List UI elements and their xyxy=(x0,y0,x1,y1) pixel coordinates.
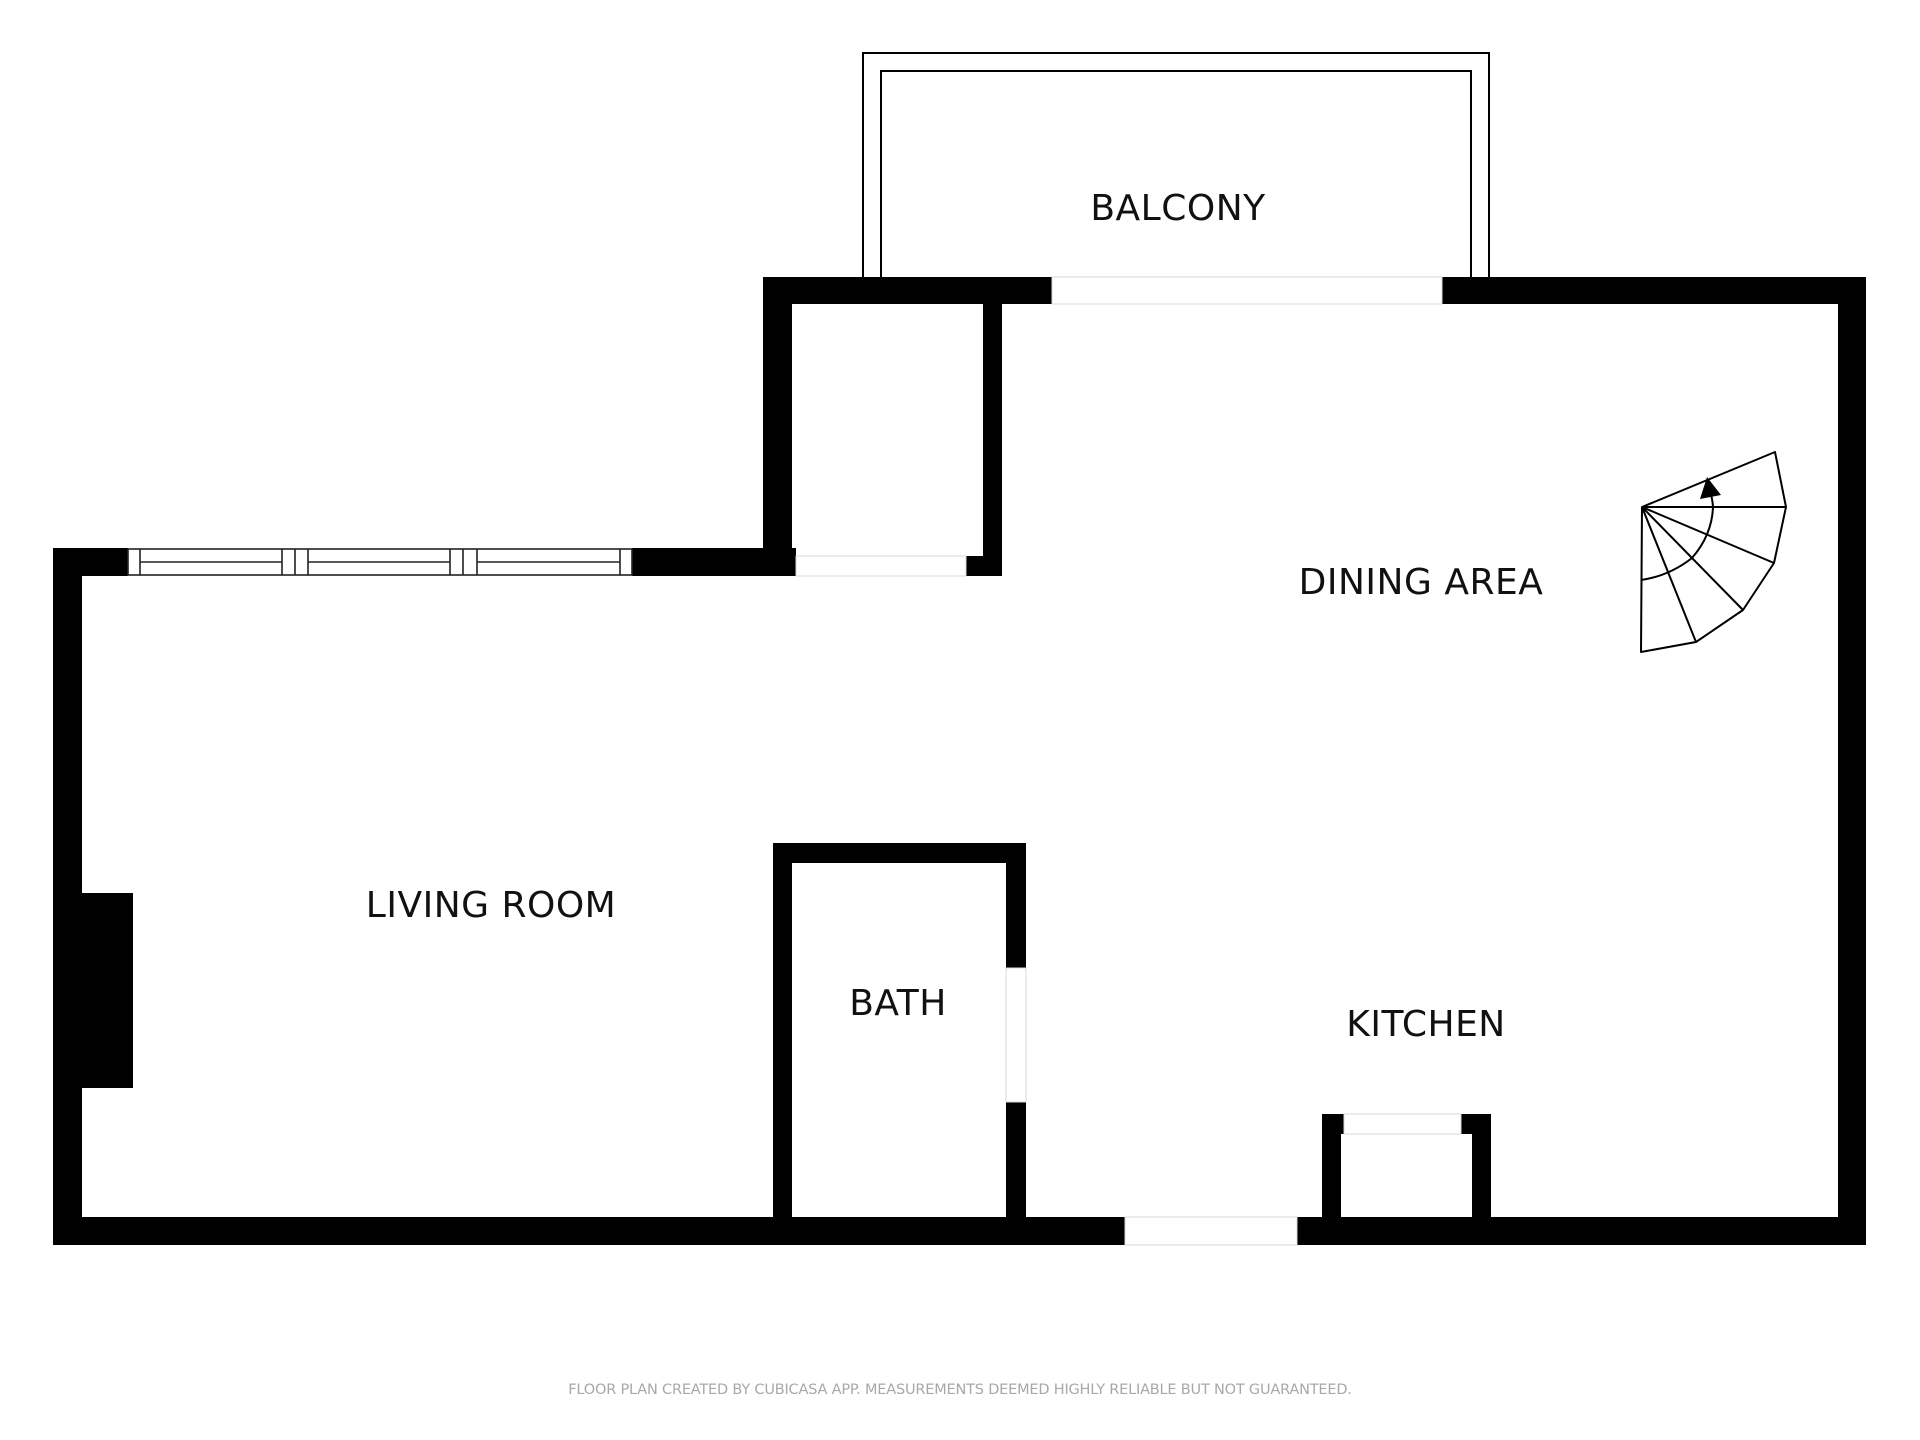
wall-bath-top xyxy=(773,843,1026,863)
spiral-staircase-icon xyxy=(1640,451,1787,653)
wall-bottom-right xyxy=(1297,1217,1866,1245)
wall-top-right xyxy=(1442,277,1866,304)
room-label-balcony: BALCONY xyxy=(1090,188,1266,229)
wall-closet-bottom-stub xyxy=(966,556,1002,576)
room-label-bath: BATH xyxy=(849,983,947,1024)
footer-disclaimer: FLOOR PLAN CREATED BY CUBICASA APP. MEAS… xyxy=(568,1382,1352,1398)
room-label-living-room: LIVING ROOM xyxy=(365,885,617,926)
wall-bath-right-upper xyxy=(1006,843,1026,968)
entry-door-opening xyxy=(1124,1216,1298,1246)
stair-direction-arrow-icon xyxy=(1700,477,1721,499)
wall-left xyxy=(53,548,82,1245)
walls xyxy=(53,277,1866,1245)
wall-closet-right xyxy=(983,277,1002,576)
wall-closet-left xyxy=(763,277,792,576)
closet-door-opening xyxy=(795,555,967,577)
fireplace-block xyxy=(82,893,133,1088)
wall-living-top-left xyxy=(53,548,128,576)
pantry-door-opening xyxy=(1343,1113,1462,1135)
wall-bath-right-lower xyxy=(1006,1102,1026,1245)
bath-door-opening xyxy=(1005,967,1027,1103)
balcony-door-opening xyxy=(1051,276,1443,305)
balcony-railing xyxy=(862,52,1490,277)
wall-pantry-left xyxy=(1322,1114,1341,1245)
wall-bottom-left xyxy=(53,1217,1125,1245)
openings xyxy=(795,276,1462,1246)
wall-pantry-right xyxy=(1472,1114,1491,1245)
wall-pantry-top-right xyxy=(1461,1114,1491,1134)
wall-top-left xyxy=(763,277,1052,304)
room-label-kitchen: KITCHEN xyxy=(1346,1004,1506,1045)
room-label-dining-area: DINING AREA xyxy=(1298,562,1544,603)
wall-pantry-top-left xyxy=(1322,1114,1344,1134)
wall-bath-left xyxy=(773,843,792,1245)
wall-right xyxy=(1838,277,1866,1245)
triple-pane-window xyxy=(127,548,633,576)
